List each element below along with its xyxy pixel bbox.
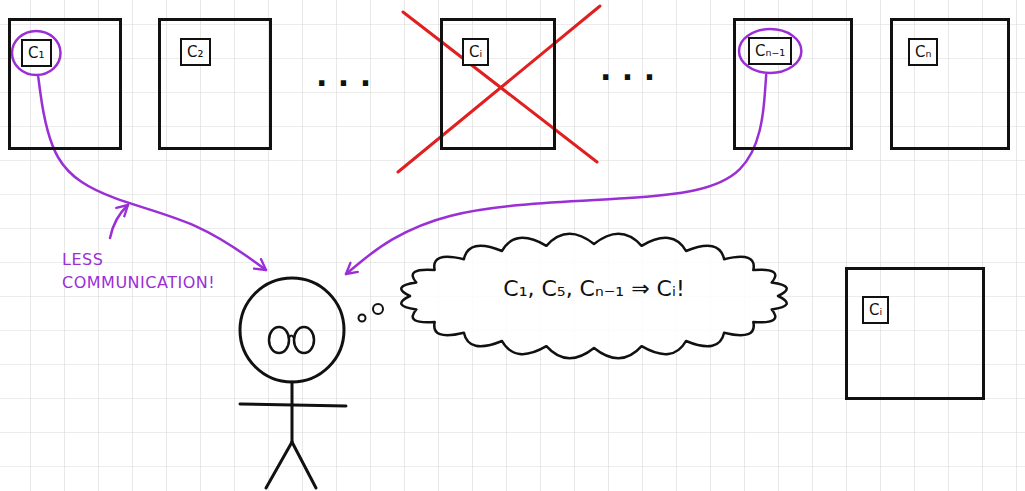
highlight-circle	[12, 31, 61, 75]
thought-dots	[359, 304, 384, 322]
failed-server-box: Cᵢ	[440, 18, 556, 150]
chunk-label: C₁	[21, 39, 52, 67]
chunk-label: C₂	[180, 38, 211, 66]
server-box: C₁	[8, 18, 122, 150]
pointer-arrow	[110, 205, 128, 238]
highlight-circle	[739, 29, 801, 73]
stick-figure	[240, 278, 346, 488]
new-server-box: Cᵢ	[845, 267, 985, 400]
server-box: C₂	[158, 18, 272, 150]
highlight-marks	[12, 29, 801, 274]
thought-bubble: C₁, C₅, Cₙ₋₁ ⇒ Cᵢ!	[396, 230, 792, 362]
thought-text: C₁, C₅, Cₙ₋₁ ⇒ Cᵢ!	[396, 276, 792, 301]
chunk-label: Cₙ₋₁	[748, 37, 792, 65]
transfer-arrow	[38, 77, 266, 270]
chunk-label: Cᵢ	[862, 296, 889, 324]
chunk-label: Cᵢ	[462, 38, 489, 66]
ellipsis: · · ·	[316, 66, 371, 101]
annotation: LESS COMMUNICATION!	[62, 248, 215, 294]
ellipsis: · · ·	[600, 60, 655, 95]
chunk-label: Cₙ	[908, 38, 938, 66]
server-box: Cₙ	[890, 18, 1010, 150]
server-box: Cₙ₋₁	[733, 18, 853, 150]
cross-out	[398, 6, 600, 172]
